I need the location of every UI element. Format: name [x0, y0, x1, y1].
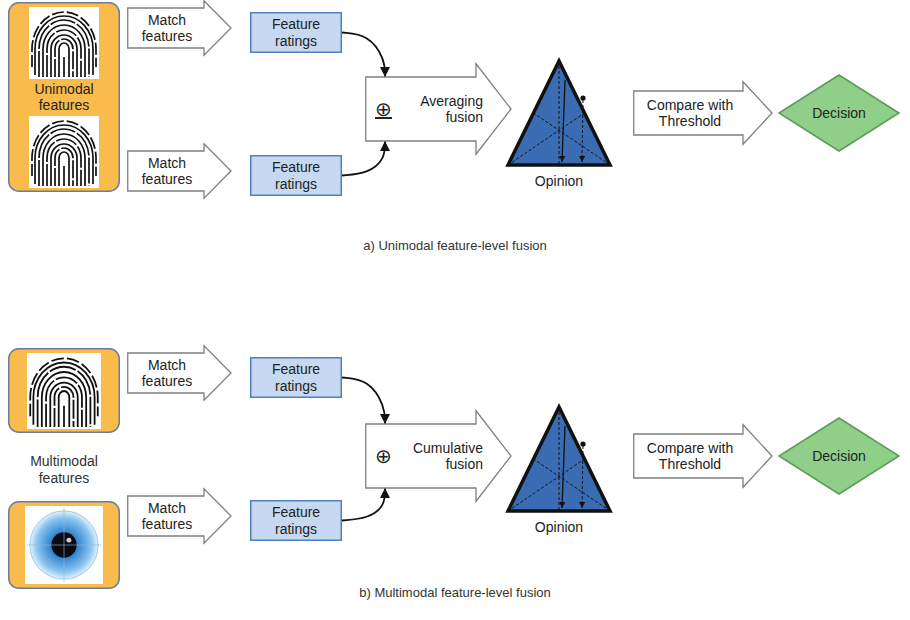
text-area: Match features — [131, 151, 203, 191]
match-arrow: Match features — [127, 0, 232, 56]
rating-box: Feature ratings — [250, 500, 342, 541]
text-area: Feature ratings — [254, 14, 338, 51]
curved-arrow — [342, 141, 385, 176]
opinion-triangle-shape — [508, 407, 610, 511]
block-arrow-shape — [366, 64, 511, 155]
curved-arrow — [342, 488, 385, 521]
node-text: Match features — [131, 12, 203, 44]
figure-caption: b) Multimodal feature-level fusion — [255, 585, 655, 601]
text-area: Decision — [802, 94, 876, 132]
fusion-symbol: ⊕ — [375, 98, 392, 121]
multimodal-feature-panel — [9, 349, 120, 589]
block-arrow-shape — [634, 425, 772, 488]
text-area: Compare with Threshold — [637, 91, 743, 135]
node-text: Feature ratings — [254, 504, 338, 536]
opinion-triangle-outline — [505, 58, 613, 192]
rating-box-fill — [251, 501, 342, 541]
rating-box: Feature ratings — [250, 155, 342, 196]
text-area: Feature ratings — [254, 502, 338, 539]
node-text: Decision — [812, 448, 866, 464]
node-text: Decision — [812, 105, 866, 121]
projection-line — [562, 80, 565, 162]
opinion-point — [580, 95, 585, 100]
fingerprint-image — [29, 7, 99, 79]
match-arrow: Match features — [127, 345, 232, 401]
text-area: Feature ratings — [254, 359, 338, 396]
rating-box: Feature ratings — [250, 357, 342, 398]
decision-diamond: Decision — [778, 74, 900, 152]
rating-box-fill — [251, 156, 342, 196]
fingerprint-image — [27, 353, 101, 429]
curved-arrow — [342, 378, 385, 425]
median-line — [559, 407, 560, 511]
feature-panel — [9, 349, 120, 433]
block-arrow-shape — [128, 1, 231, 56]
rating-box: Feature ratings — [250, 12, 342, 53]
group-label: Multimodal features — [12, 453, 116, 487]
text-area: Opinion — [505, 517, 613, 538]
iris-image — [25, 506, 103, 584]
projection-line — [582, 100, 583, 162]
node-text: Match features — [131, 155, 203, 187]
text-area: ⊕ Cumulative fusion — [371, 424, 485, 488]
text-area: Unimodal features — [12, 79, 116, 115]
text-area: Feature ratings — [254, 157, 338, 194]
node-text: Feature ratings — [254, 159, 338, 191]
decision-diamond: Decision — [778, 417, 900, 495]
node-text: Match features — [131, 500, 203, 532]
block-arrow-shape — [634, 82, 772, 145]
curved-arrow — [342, 33, 385, 78]
opinion-point — [580, 441, 585, 446]
median-line — [534, 113, 611, 165]
node-text: Compare with Threshold — [637, 97, 743, 129]
projection-line — [562, 426, 565, 508]
text-area: Match features — [131, 8, 203, 48]
threshold-arrow: Compare with Threshold — [633, 424, 773, 488]
opinion-triangle-outline — [505, 404, 613, 538]
fingerprint-image — [29, 116, 99, 188]
median-line — [559, 61, 560, 165]
node-text: Opinion — [535, 519, 583, 535]
node-text: Unimodal features — [12, 81, 116, 113]
median-line — [508, 113, 585, 165]
rating-box-fill — [251, 13, 342, 53]
text-area: Decision — [802, 437, 876, 475]
node-text: Averaging fusion — [405, 93, 483, 125]
match-arrow: Match features — [127, 488, 232, 544]
projection-line — [582, 446, 583, 508]
panel-fill — [9, 3, 120, 192]
node-text: Cumulative fusion — [405, 440, 483, 472]
node-text: Opinion — [535, 173, 583, 189]
decision-diamond-shape — [779, 418, 899, 494]
feature-panel: Unimodal features — [8, 2, 120, 192]
node-text: Feature ratings — [254, 361, 338, 393]
block-arrow-shape — [128, 489, 231, 544]
match-arrow: Match features — [127, 143, 232, 199]
block-arrow-shape — [128, 346, 231, 401]
median-line — [534, 459, 611, 511]
text-area: Opinion — [505, 171, 613, 192]
node-text: Feature ratings — [254, 16, 338, 48]
opinion-triangle-shape — [508, 61, 610, 165]
node-text: Compare with Threshold — [637, 440, 743, 472]
feature-panel — [9, 502, 120, 589]
opinion-triangle: Opinion — [505, 404, 613, 538]
node-text: Match features — [131, 357, 203, 389]
text-area: Match features — [131, 496, 203, 536]
block-arrow-shape — [366, 411, 511, 502]
fusion-arrow: ⊕ Averaging fusion — [365, 63, 512, 155]
rating-box-fill — [251, 358, 342, 398]
opinion-triangle: Opinion — [505, 58, 613, 192]
median-line — [508, 459, 585, 511]
text-area: ⊕ Averaging fusion — [371, 77, 485, 141]
block-arrow-shape — [128, 144, 231, 199]
fusion-symbol: ⊕ — [375, 445, 392, 468]
decision-diamond-shape — [779, 75, 899, 151]
text-area: Match features — [131, 353, 203, 393]
threshold-arrow: Compare with Threshold — [633, 81, 773, 145]
fusion-arrow: ⊕ Cumulative fusion — [365, 410, 512, 502]
text-area: Compare with Threshold — [637, 434, 743, 478]
figure-caption: a) Unimodal feature-level fusion — [255, 238, 655, 254]
